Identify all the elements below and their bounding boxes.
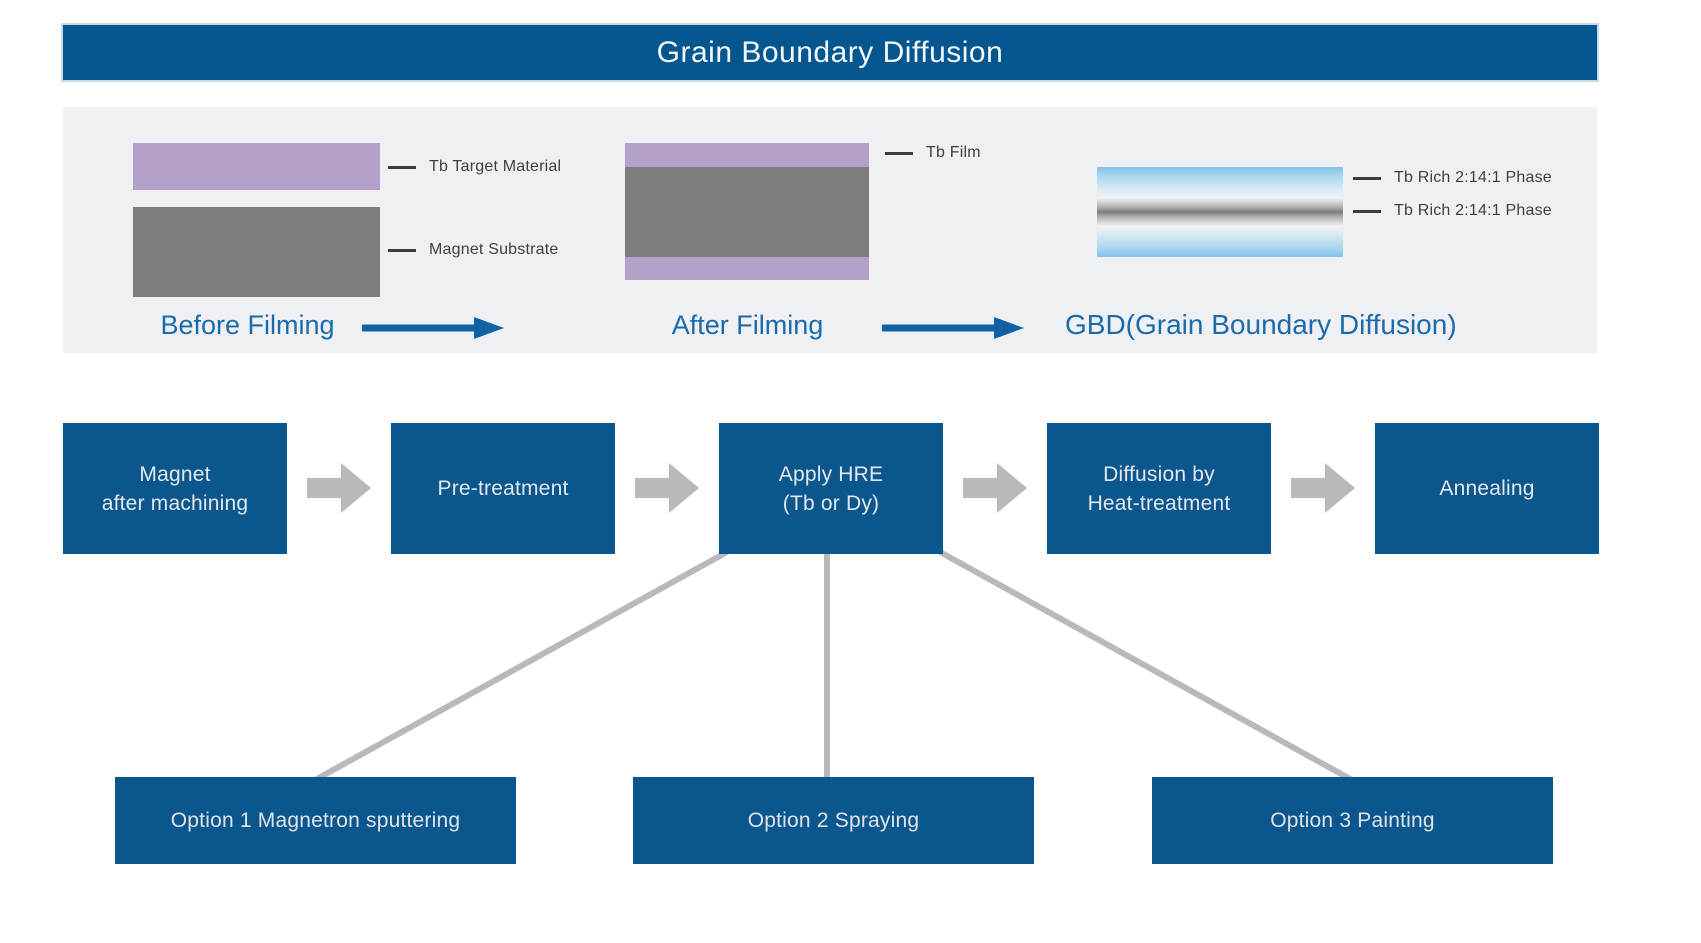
option-box-spraying: Option 2 Spraying bbox=[633, 777, 1034, 864]
option-label: Option 2 Spraying bbox=[747, 808, 920, 832]
callout-dash-icon bbox=[1353, 176, 1381, 180]
callout-dash-icon bbox=[388, 248, 416, 252]
flow-step-text: after machining bbox=[101, 491, 249, 515]
flow-step-text: Magnet bbox=[139, 462, 211, 486]
magnet-substrate-layer bbox=[133, 207, 380, 297]
tb-rich-phase-top-label: Tb Rich 2:14:1 Phase bbox=[1353, 168, 1552, 188]
tb-rich-phase-bottom-label-text: Tb Rich 2:14:1 Phase bbox=[1394, 202, 1552, 219]
flow-step-apply-hre: Apply HRE (Tb or Dy) bbox=[719, 423, 943, 554]
block-arrow-right-icon bbox=[307, 463, 371, 513]
page-title: Grain Boundary Diffusion bbox=[656, 35, 1004, 69]
callout-dash-icon bbox=[1353, 209, 1381, 213]
gbd-diffused-magnet-layer bbox=[1097, 167, 1343, 257]
flow-step-text: (Tb or Dy) bbox=[782, 491, 880, 515]
caption-gbd: GBD(Grain Boundary Diffusion) bbox=[1065, 309, 1457, 340]
caption-before-filming: Before Filming bbox=[160, 310, 335, 340]
flow-step-text: Diffusion by bbox=[1103, 462, 1215, 486]
arrow-right-icon bbox=[882, 317, 1024, 339]
legend-panel: Tb Target Material Magnet Substrate Tb F… bbox=[63, 107, 1597, 353]
flow-step-diffusion-heat-treatment: Diffusion by Heat-treatment bbox=[1047, 423, 1271, 554]
tb-film-bottom-layer bbox=[625, 257, 869, 280]
magnet-substrate-label-text: Magnet Substrate bbox=[429, 241, 559, 258]
tb-target-material-layer bbox=[133, 143, 380, 190]
flow-step-text: Apply HRE bbox=[778, 462, 884, 486]
block-arrow-right-icon bbox=[963, 463, 1027, 513]
flow-step-annealing: Annealing bbox=[1375, 423, 1599, 554]
arrow-right-icon bbox=[362, 317, 504, 339]
tb-film-label: Tb Film bbox=[885, 143, 981, 163]
block-arrow-right-icon bbox=[1291, 463, 1355, 513]
tb-rich-phase-top-label-text: Tb Rich 2:14:1 Phase bbox=[1394, 169, 1552, 186]
connector-line-option3 bbox=[938, 549, 1354, 783]
magnet-core-layer bbox=[625, 167, 869, 257]
callout-dash-icon bbox=[885, 151, 913, 155]
option-label: Option 3 Painting bbox=[1270, 808, 1435, 832]
tb-film-top-layer bbox=[625, 143, 869, 167]
flow-step-text: Heat-treatment bbox=[1087, 491, 1231, 515]
tb-target-material-label: Tb Target Material bbox=[388, 157, 561, 177]
tb-film-label-text: Tb Film bbox=[926, 144, 981, 161]
tb-target-material-label-text: Tb Target Material bbox=[429, 158, 562, 175]
flow-step-text: Annealing bbox=[1439, 477, 1535, 500]
flow-step-text: Pre-treatment bbox=[437, 477, 569, 500]
flow-step-magnet-after-machining: Magnet after machining bbox=[63, 423, 287, 554]
block-arrow-right-icon bbox=[635, 463, 699, 513]
magnet-substrate-label: Magnet Substrate bbox=[388, 240, 559, 260]
flow-step-pre-treatment: Pre-treatment bbox=[391, 423, 615, 554]
tb-rich-phase-bottom-label: Tb Rich 2:14:1 Phase bbox=[1353, 201, 1552, 221]
option-label: Option 1 Magnetron sputtering bbox=[170, 808, 461, 832]
option-box-painting: Option 3 Painting bbox=[1152, 777, 1553, 864]
option-box-magnetron-sputtering: Option 1 Magnetron sputtering bbox=[115, 777, 516, 864]
connector-line-option1 bbox=[313, 549, 729, 783]
caption-after-filming: After Filming bbox=[671, 310, 824, 340]
callout-dash-icon bbox=[388, 165, 416, 169]
title-bar: Grain Boundary Diffusion bbox=[61, 23, 1599, 82]
